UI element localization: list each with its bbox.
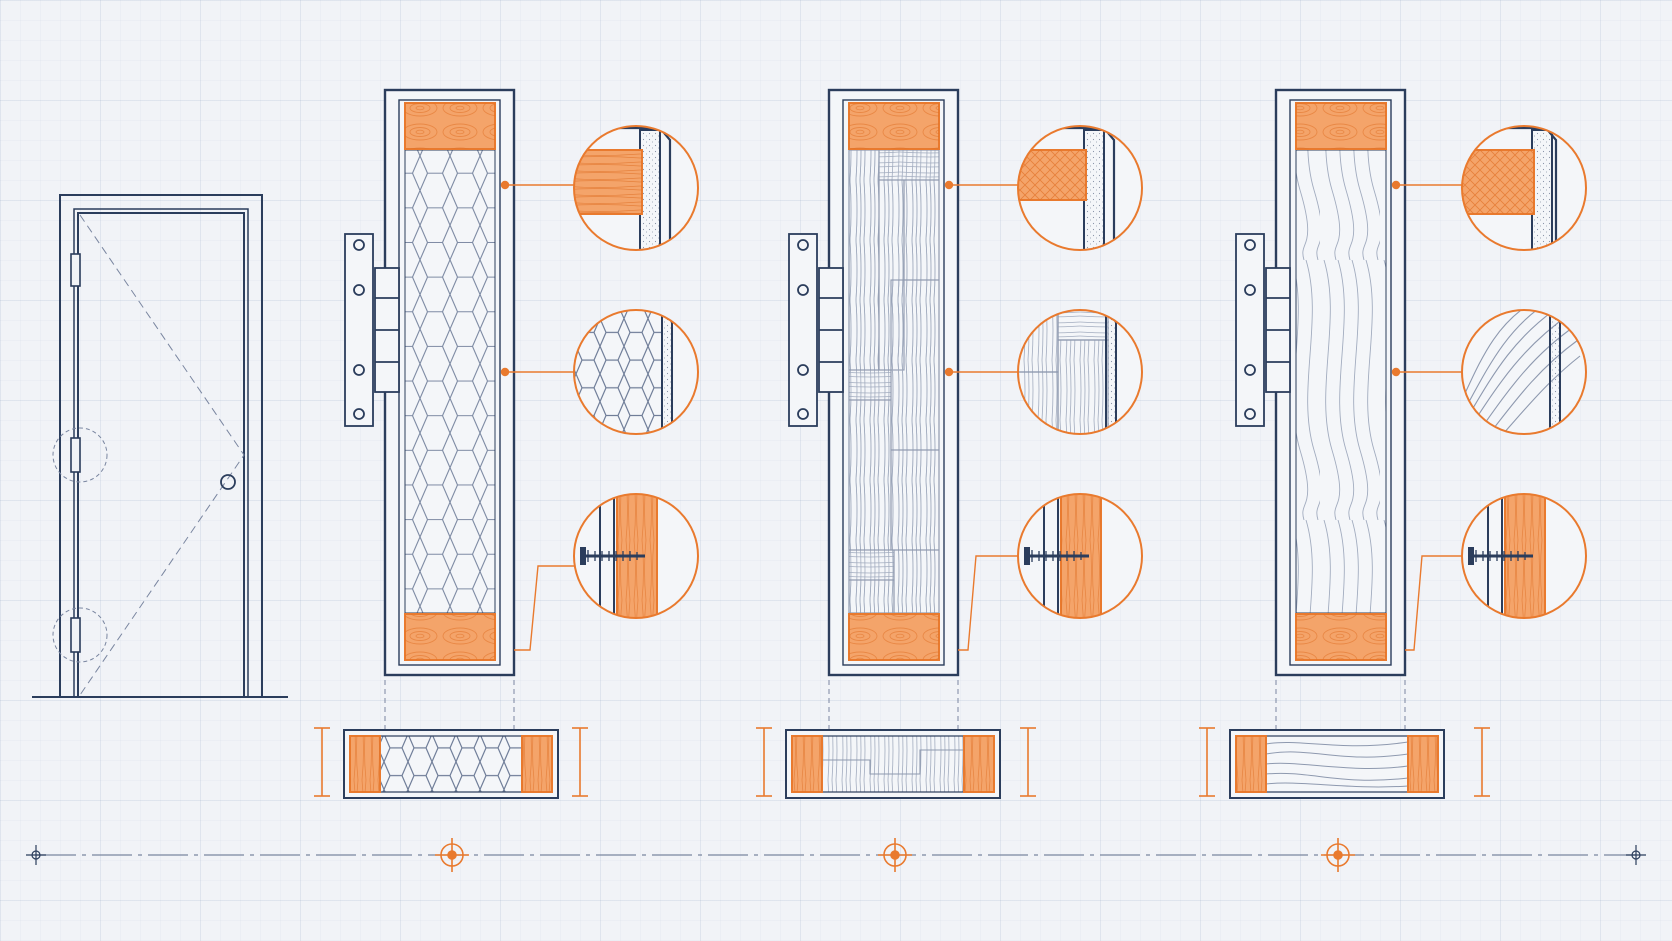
plan-section bbox=[756, 680, 1036, 799]
door-swing-line bbox=[79, 214, 245, 696]
hinge-detail-circle-bottom bbox=[52, 607, 108, 663]
butt-hinge bbox=[1235, 233, 1291, 427]
bottom-rail-grain bbox=[1296, 614, 1386, 660]
top-rail-grain bbox=[849, 103, 939, 149]
door-knob bbox=[220, 474, 236, 490]
honeycomb-core bbox=[404, 149, 496, 614]
detail-core-texture bbox=[1017, 309, 1143, 435]
detail-core-texture bbox=[1461, 309, 1587, 435]
datum-marker-3 bbox=[1321, 838, 1355, 872]
top-rail-grain bbox=[405, 103, 495, 149]
butt-hinge bbox=[344, 233, 400, 427]
hinge-middle bbox=[70, 437, 81, 473]
detail-corner-joint bbox=[1017, 125, 1143, 251]
bottom-rail-grain bbox=[405, 614, 495, 660]
callout-leaders bbox=[500, 180, 574, 651]
door-frame-outer bbox=[59, 194, 263, 697]
section-solid bbox=[1199, 88, 1587, 799]
door-leaf bbox=[77, 212, 245, 698]
datum-line bbox=[26, 838, 1646, 872]
block-core bbox=[848, 149, 940, 614]
plan-section bbox=[314, 680, 588, 799]
section-honeycomb bbox=[314, 88, 699, 799]
top-rail-grain bbox=[1296, 103, 1386, 149]
callout-leaders bbox=[1391, 180, 1462, 651]
callout-leaders bbox=[944, 180, 1018, 651]
bottom-rail-grain bbox=[849, 614, 939, 660]
detail-screw-fixing bbox=[1017, 493, 1143, 619]
solid-core bbox=[1295, 149, 1387, 614]
detail-core-texture bbox=[573, 309, 699, 435]
hinge-detail-circle-top bbox=[52, 427, 108, 483]
plan-section bbox=[1199, 680, 1490, 799]
detail-screw-fixing bbox=[1461, 493, 1587, 619]
hinge-top bbox=[70, 253, 81, 287]
detail-screw-fixing bbox=[573, 493, 699, 619]
detail-corner-joint bbox=[1461, 125, 1587, 251]
hinge-bottom bbox=[70, 617, 81, 653]
door-frame-inner bbox=[73, 208, 249, 697]
detail-corner-joint bbox=[573, 125, 699, 251]
datum-marker-1 bbox=[435, 838, 469, 872]
datum-end-left bbox=[26, 845, 46, 865]
section-particle bbox=[756, 88, 1143, 799]
door-elevation bbox=[32, 194, 288, 698]
datum-end-right bbox=[1626, 845, 1646, 865]
datum-marker-2 bbox=[878, 838, 912, 872]
butt-hinge bbox=[788, 233, 844, 427]
